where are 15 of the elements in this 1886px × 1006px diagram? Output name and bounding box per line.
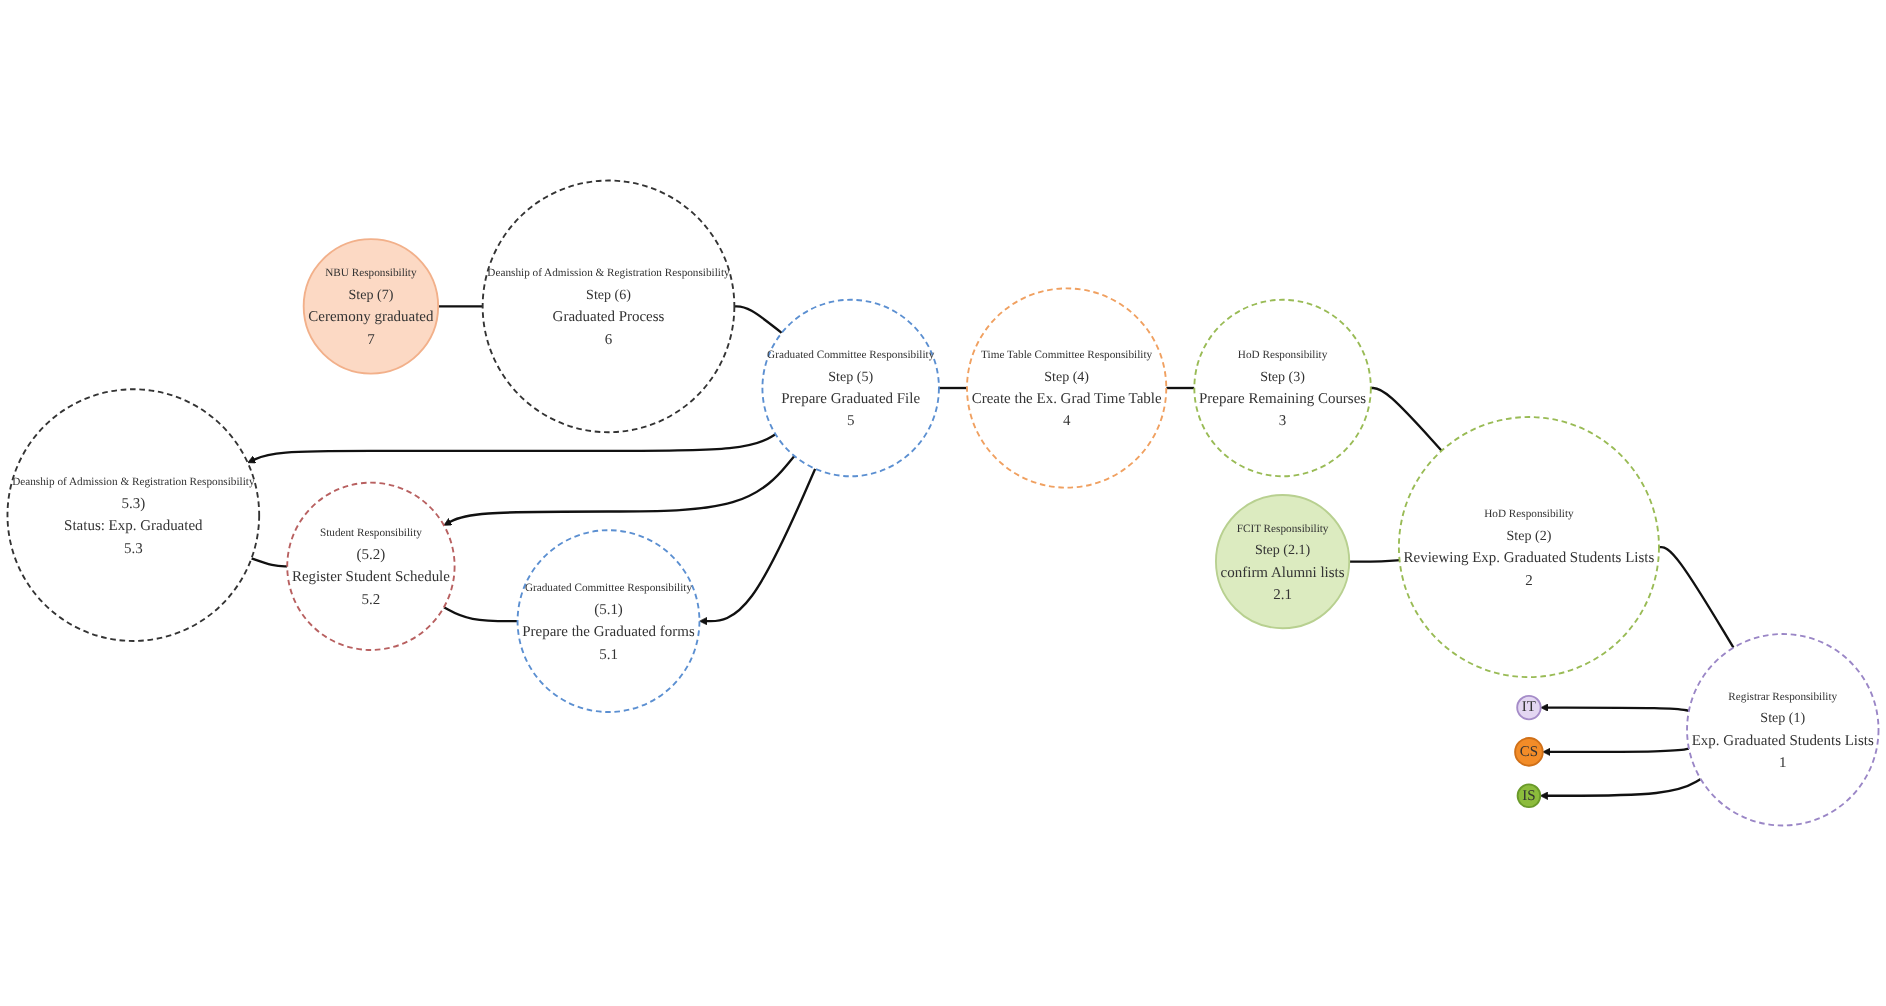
connector — [1349, 558, 1400, 563]
connector — [251, 557, 288, 568]
connector — [938, 386, 967, 390]
arrow — [1539, 778, 1702, 800]
arrow — [247, 433, 777, 464]
arrow — [699, 468, 817, 626]
arrow — [443, 455, 796, 526]
connector — [1166, 386, 1195, 390]
connector — [1658, 545, 1735, 649]
connector — [443, 606, 518, 623]
arrow — [1542, 747, 1690, 756]
connector — [1370, 386, 1443, 452]
connector — [734, 305, 783, 334]
connector — [438, 305, 483, 308]
arrow — [1540, 703, 1690, 712]
